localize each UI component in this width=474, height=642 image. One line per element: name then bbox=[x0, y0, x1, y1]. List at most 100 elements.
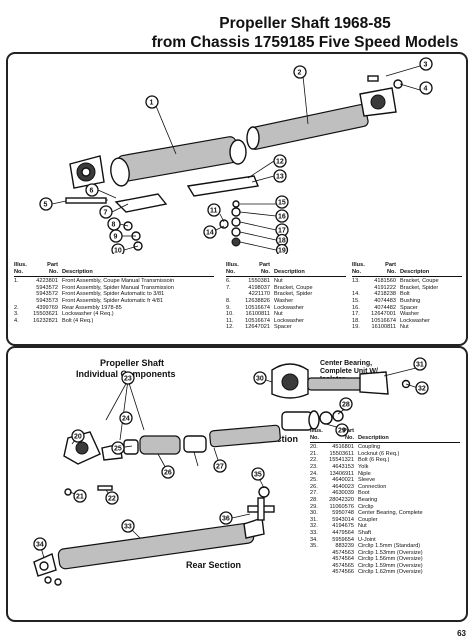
part-number-cell: 4574564 bbox=[332, 556, 354, 563]
illus-cell: 4. bbox=[14, 317, 19, 324]
callout-1: 1 bbox=[145, 95, 159, 109]
svg-text:20: 20 bbox=[74, 434, 82, 441]
description-cell: Lockwasher (4 Req.) bbox=[62, 311, 114, 318]
callout-5: 5 bbox=[39, 197, 53, 211]
illus-cell: 31. bbox=[310, 516, 318, 523]
svg-text:7: 7 bbox=[104, 210, 108, 217]
col-part: Part bbox=[343, 428, 354, 434]
description-cell: Front Assembly, Spider Automatic fr 4/81 bbox=[62, 297, 163, 304]
svg-text:34: 34 bbox=[36, 542, 44, 549]
part-number-cell: 4074483 bbox=[374, 297, 396, 304]
title-line-2: from Chassis 1759185 Five Speed Models bbox=[151, 34, 459, 51]
callout-24: 24 bbox=[119, 411, 133, 425]
part-number-cell: 15541321 bbox=[329, 457, 354, 464]
part-number-cell: 15503611 bbox=[329, 450, 354, 457]
col-part-no: No. bbox=[48, 268, 58, 275]
svg-text:32: 32 bbox=[418, 386, 426, 393]
callout-7: 7 bbox=[99, 205, 113, 219]
col-part: Part bbox=[47, 262, 58, 268]
part-number-cell: 4640021 bbox=[332, 477, 354, 484]
part-number-cell: 16100811 bbox=[371, 324, 396, 331]
illus-cell: 30. bbox=[310, 510, 318, 517]
description-cell: Bracket, Spider bbox=[400, 284, 439, 291]
table-row: 5943572 Front Assembly, Spider Automatic … bbox=[14, 291, 214, 298]
col-description: Descripton bbox=[400, 268, 430, 275]
description-cell: Circlip 1.59mm (Oversize) bbox=[358, 562, 423, 569]
svg-text:1: 1 bbox=[150, 100, 154, 107]
description-cell: Bushing bbox=[400, 297, 421, 304]
description-cell: Front Assembly, Spider Automatic to 3/81 bbox=[62, 291, 165, 298]
illus-cell: 3. bbox=[14, 311, 19, 318]
callout-26: 26 bbox=[161, 465, 175, 479]
label-rear-section: Rear Section bbox=[186, 560, 242, 570]
illus-cell: 17. bbox=[352, 311, 360, 318]
illus-cell: 13. bbox=[352, 278, 360, 285]
callout-9: 9 bbox=[109, 229, 123, 243]
part-number-cell: 5943573 bbox=[36, 297, 58, 304]
description-cell: Boot bbox=[358, 490, 370, 497]
illus-cell: 2. bbox=[14, 304, 19, 311]
illus-cell bbox=[14, 285, 28, 292]
illus-cell: 32. bbox=[310, 523, 318, 530]
callout-31: 31 bbox=[413, 357, 427, 371]
description-cell: Bolt bbox=[400, 291, 410, 298]
col-illus: Illus. bbox=[14, 262, 27, 268]
svg-text:30: 30 bbox=[256, 376, 264, 383]
callout-21: 21 bbox=[73, 489, 87, 503]
description-cell: Sleeve bbox=[358, 477, 376, 484]
callout-8: 8 bbox=[107, 217, 121, 231]
callout-36: 36 bbox=[219, 511, 233, 525]
part-number-cell: 5950748 bbox=[332, 510, 354, 517]
part-number-cell: 10516674 bbox=[245, 304, 270, 311]
part-number-cell: 4630039 bbox=[332, 490, 354, 497]
front-section-parts bbox=[63, 410, 344, 496]
col-illus: Illus. bbox=[226, 262, 239, 268]
illus-cell: 24. bbox=[310, 470, 318, 477]
rear-section-parts bbox=[33, 486, 275, 586]
description-cell: Washer bbox=[400, 311, 420, 318]
table-row: 25. 4640021 Sleeve bbox=[310, 477, 460, 484]
top-exploded-drawing: 1 2 3 4 5 6 7 8 9 10 11 12 13 14 15 16 1… bbox=[39, 57, 433, 254]
part-number-cell: 4399769 bbox=[36, 304, 58, 311]
svg-text:27: 27 bbox=[216, 464, 224, 471]
description-cell: Circlip 1.53mm (Oversize) bbox=[358, 549, 423, 556]
description-cell: Nut bbox=[274, 311, 283, 318]
callout-13: 13 bbox=[273, 169, 287, 183]
part-number-cell: 5943572 bbox=[36, 291, 58, 298]
illus-cell: 14. bbox=[352, 291, 360, 298]
part-number-cell: 16100811 bbox=[245, 311, 270, 318]
description-cell: Bracket, Coupe bbox=[400, 278, 439, 285]
callout-33: 33 bbox=[121, 519, 135, 533]
part-number-cell: 4479564 bbox=[332, 529, 354, 536]
part-number-cell: 12638826 bbox=[245, 297, 270, 304]
description-cell: Lockwasher bbox=[274, 317, 304, 324]
svg-text:2: 2 bbox=[298, 70, 302, 77]
svg-text:14: 14 bbox=[206, 230, 214, 237]
illus-cell: 25. bbox=[310, 477, 318, 484]
callout-29: 29 bbox=[335, 423, 349, 437]
description-cell: Bearing bbox=[358, 496, 378, 503]
center-bearing-line-1: Center Bearing, bbox=[320, 360, 373, 367]
label-propeller-shaft: Propeller Shaft bbox=[100, 358, 165, 368]
illus-cell bbox=[14, 291, 28, 298]
svg-text:9: 9 bbox=[114, 234, 118, 241]
description-cell: Circlip bbox=[358, 503, 374, 510]
description-cell: Washer bbox=[274, 297, 294, 304]
svg-text:33: 33 bbox=[124, 524, 132, 531]
illus-cell: 6. bbox=[226, 278, 231, 285]
part-number-cell: 12647021 bbox=[245, 324, 270, 331]
callout-32: 32 bbox=[415, 381, 429, 395]
description-cell: Coupler bbox=[358, 516, 378, 523]
callout-16: 16 bbox=[275, 209, 289, 223]
part-number-cell: 4574565 bbox=[332, 562, 354, 569]
